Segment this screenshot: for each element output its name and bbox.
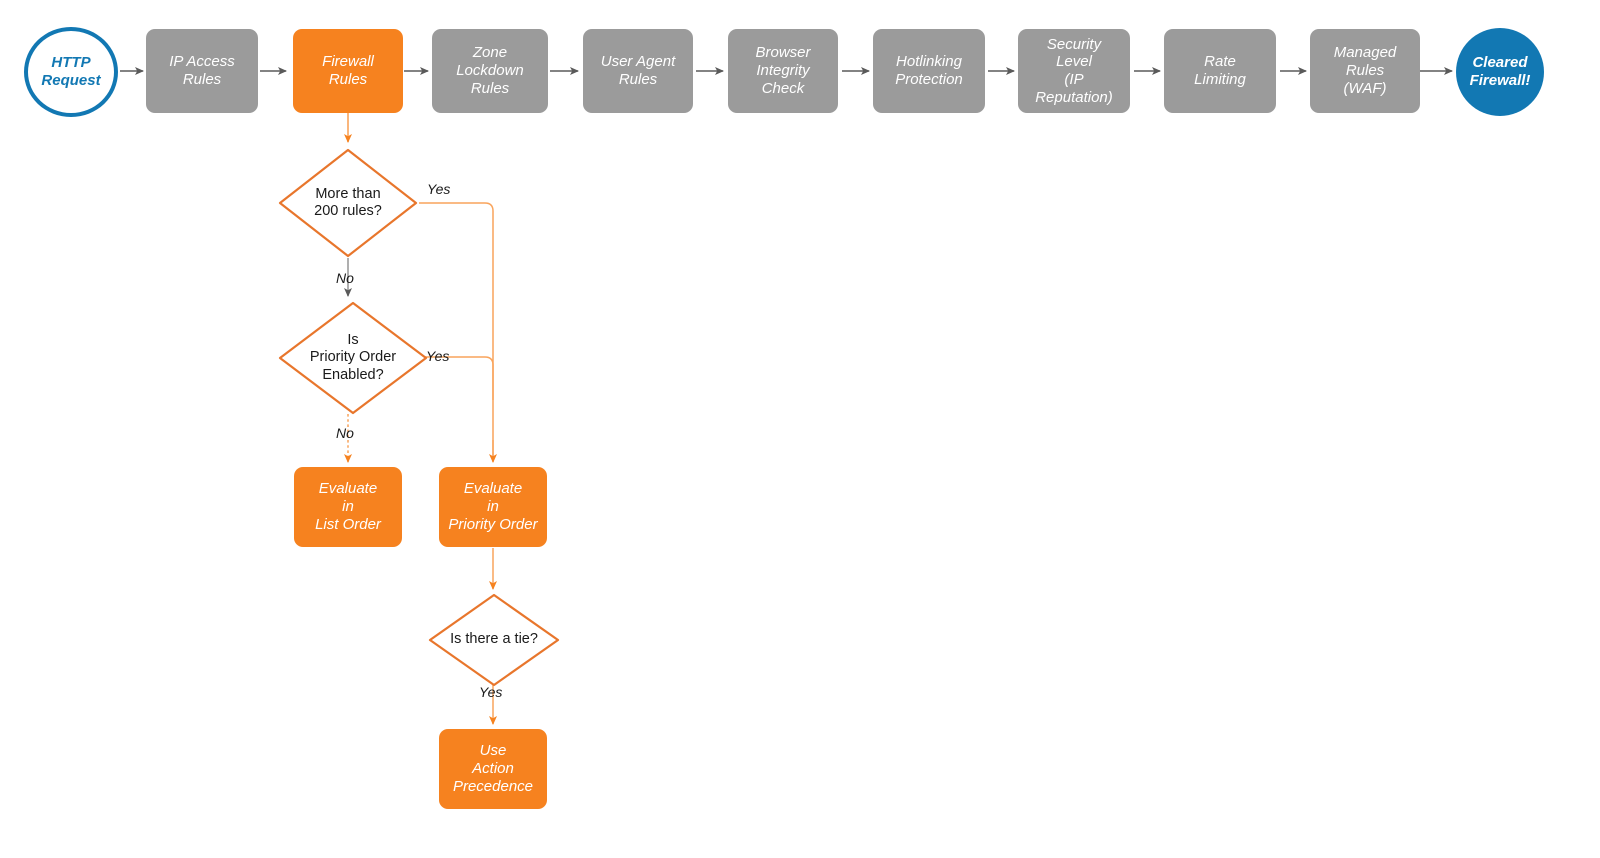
edge-label-tie-yes: Yes <box>479 684 503 700</box>
decision-label: More than 200 rules? <box>314 185 382 219</box>
diamond-shape <box>278 301 428 415</box>
decision-is-there-a-tie[interactable]: Is there a tie? <box>427 592 561 688</box>
stage-ip-access-rules[interactable]: IP Access Rules <box>146 29 258 113</box>
decision-label: Is Priority Order Enabled? <box>309 331 397 383</box>
decision1-yes-path <box>419 202 497 463</box>
decision-more-than-200-rules[interactable]: More than 200 rules? <box>277 147 419 259</box>
diamond-shape <box>428 593 560 687</box>
action-use-action-precedence[interactable]: Use Action Precedence <box>439 729 547 809</box>
start-terminator-http-request[interactable]: HTTP Request <box>24 27 118 117</box>
end-terminator-cleared-firewall[interactable]: Cleared Firewall! <box>1456 28 1544 116</box>
stage-security-level-ip-reputation[interactable]: Security Level (IP Reputation) <box>1018 29 1130 113</box>
stage-hotlinking-protection[interactable]: Hotlinking Protection <box>873 29 985 113</box>
stage-managed-rules-waf[interactable]: Managed Rules (WAF) <box>1310 29 1420 113</box>
edge-label-priority-order-no: No <box>336 425 354 441</box>
action-evaluate-in-list-order[interactable]: Evaluate in List Order <box>294 467 402 547</box>
stage-browser-integrity-check[interactable]: Browser Integrity Check <box>728 29 838 113</box>
decision-is-priority-order-enabled[interactable]: Is Priority Order Enabled? <box>277 300 429 416</box>
edge-label-priority-order-yes: Yes <box>426 348 450 364</box>
stage-zone-lockdown-rules[interactable]: Zone Lockdown Rules <box>432 29 548 113</box>
stage-firewall-rules[interactable]: Firewall Rules <box>293 29 403 113</box>
action-evaluate-in-priority-order[interactable]: Evaluate in Priority Order <box>439 467 547 547</box>
stage-user-agent-rules[interactable]: User Agent Rules <box>583 29 693 113</box>
diamond-shape <box>278 148 418 258</box>
stage-rate-limiting[interactable]: Rate Limiting <box>1164 29 1276 113</box>
edge-label-more-than-200-no: No <box>336 270 354 286</box>
edge-label-more-than-200-yes: Yes <box>427 181 451 197</box>
decision-label: Is there a tie? <box>450 631 538 648</box>
